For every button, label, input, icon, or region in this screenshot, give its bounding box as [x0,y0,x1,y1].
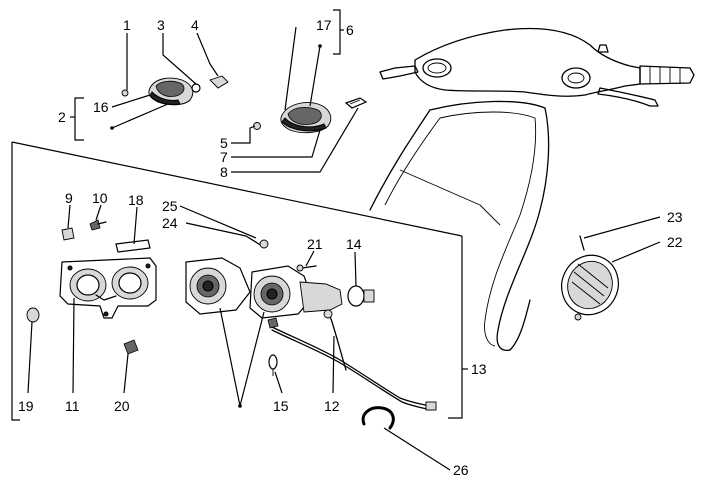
callout-13: 13 [471,361,487,377]
callout-9: 9 [65,190,73,206]
callout-23: 23 [667,209,683,225]
callout-1: 1 [123,17,131,33]
callout-3: 3 [157,17,165,33]
leader-lines [27,9,661,471]
callout-15: 15 [273,398,289,414]
callout-25: 25 [162,198,178,214]
scooter-front-outline [369,27,695,351]
headlight-units [185,235,375,319]
headlight-bracket [59,257,157,319]
assembly-boundary [11,141,463,421]
meter-assembly [253,97,368,134]
callout-21: 21 [307,236,323,252]
callout-12: 12 [324,398,340,414]
bulb-15 [268,354,278,376]
switch-assembly-left [121,75,229,106]
ring-26 [361,406,395,430]
callout-26: 26 [453,462,469,478]
callout-5: 5 [220,135,228,151]
callout-2: 2 [58,109,66,125]
wiring-harness [267,309,437,411]
callout-4: 4 [191,17,199,33]
callout-20: 20 [114,398,130,414]
callout-18: 18 [128,192,144,208]
callout-16: 16 [93,99,109,115]
small-fasteners [26,219,139,355]
callout-19: 19 [18,398,34,414]
callout-22: 22 [667,234,683,250]
callout-labels: 1 3 4 17 6 16 2 5 7 8 9 10 18 25 24 21 1… [18,17,683,478]
callout-14: 14 [346,236,362,252]
callout-11: 11 [65,398,80,414]
lamp-22 [561,235,619,321]
callout-7: 7 [220,149,228,165]
rubber-strip [115,239,151,253]
callout-24: 24 [162,215,178,231]
callout-17: 17 [316,17,332,33]
callout-10: 10 [92,190,108,206]
callout-8: 8 [220,164,228,180]
callout-6: 6 [346,22,354,38]
